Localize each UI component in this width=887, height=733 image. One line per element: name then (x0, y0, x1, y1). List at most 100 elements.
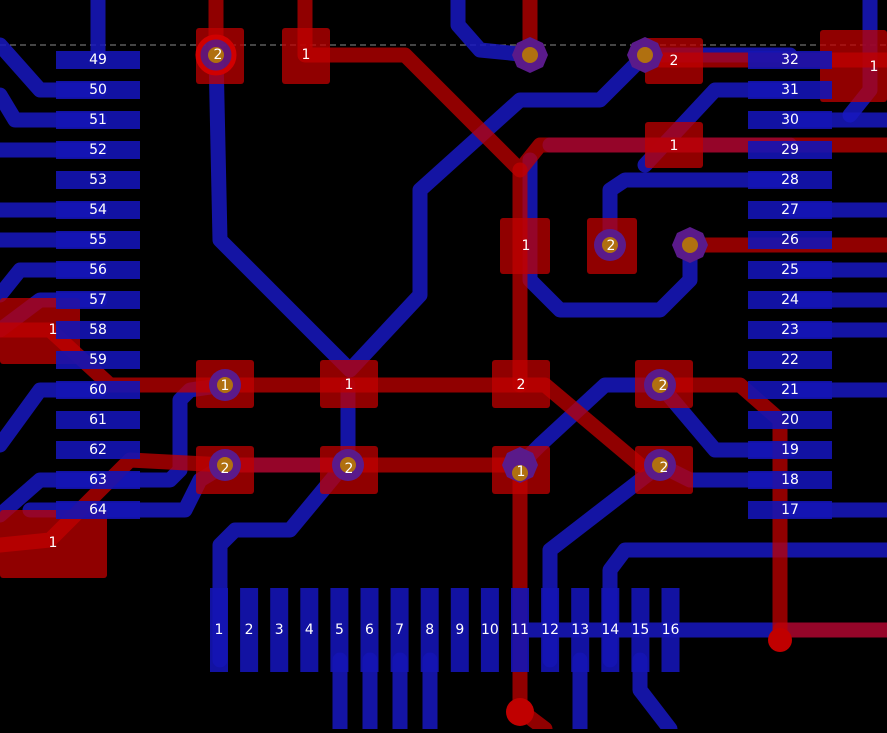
ic-pin[interactable]: 31 (748, 81, 832, 99)
ic-pin[interactable]: 49 (56, 51, 140, 69)
ic-pin-pad (56, 111, 140, 129)
ic-pin-pad (56, 261, 140, 279)
pad-label[interactable]: 1 (870, 59, 879, 75)
ic-pin[interactable]: 13 (571, 588, 590, 672)
ic-pin[interactable]: 7 (390, 588, 409, 672)
pad-label[interactable]: 1 (49, 322, 58, 338)
ic-pin[interactable]: 20 (748, 411, 832, 429)
ic-pin-pad (56, 51, 140, 69)
ic-pin[interactable]: 4 (300, 588, 319, 672)
ic-pin[interactable]: 16 (661, 588, 680, 672)
pad-label[interactable]: 1 (670, 138, 679, 154)
ic-pin[interactable]: 25 (748, 261, 832, 279)
pad-label[interactable]: 1 (49, 535, 58, 551)
ic-pin[interactable]: 32 (748, 51, 832, 69)
ic-pin[interactable]: 63 (56, 471, 140, 489)
ic-pin[interactable]: 60 (56, 381, 140, 399)
pad-label[interactable]: 2 (517, 377, 526, 393)
ic-pin-pad (390, 588, 409, 672)
ic-pin[interactable]: 8 (420, 588, 439, 672)
pad-label[interactable]: 2 (345, 461, 354, 477)
ic-pin[interactable]: 59 (56, 351, 140, 369)
ic-pin-pad (571, 588, 590, 672)
ic-pin-pad (748, 261, 832, 279)
ic-pin[interactable]: 12 (541, 588, 560, 672)
ic-pin-pad (748, 321, 832, 339)
ic-pin-number: 11 (511, 622, 529, 638)
ic-pin-number: 3 (275, 622, 284, 638)
pad-label[interactable]: 2 (660, 460, 669, 476)
ic-pin[interactable]: 51 (56, 111, 140, 129)
ic-pin-number: 32 (781, 52, 799, 68)
ic-pin[interactable]: 23 (748, 321, 832, 339)
ic-pin-pad (748, 501, 832, 519)
pad-label[interactable]: 1 (522, 238, 531, 254)
ic-pin[interactable]: 26 (748, 231, 832, 249)
ic-pin[interactable]: 57 (56, 291, 140, 309)
ic-pin[interactable]: 5 (330, 588, 349, 672)
ic-pin[interactable]: 10 (480, 588, 499, 672)
ic-pin[interactable]: 62 (56, 441, 140, 459)
vias (195, 34, 792, 726)
pad-copper (0, 28, 887, 578)
pad-label[interactable]: 1 (302, 47, 311, 63)
ic-pin[interactable]: 17 (748, 501, 832, 519)
ic-pin[interactable]: 3 (270, 588, 289, 672)
ic-pin-pad (56, 321, 140, 339)
ic-pin[interactable]: 30 (748, 111, 832, 129)
ic-pin[interactable]: 22 (748, 351, 832, 369)
ic-pin[interactable]: 14 (601, 588, 620, 672)
ic-pin[interactable]: 18 (748, 471, 832, 489)
pad-label[interactable]: 2 (214, 47, 223, 63)
ic-pin[interactable]: 29 (748, 141, 832, 159)
ic-pin-pad (450, 588, 469, 672)
pad-label[interactable]: 1 (345, 377, 354, 393)
ic-pin-number: 24 (781, 292, 799, 308)
ic-pin[interactable]: 53 (56, 171, 140, 189)
ic-pin[interactable]: 24 (748, 291, 832, 309)
ic-pin[interactable]: 6 (360, 588, 379, 672)
ic-pin-pad (56, 201, 140, 219)
ic-pin[interactable]: 2 (240, 588, 259, 672)
ic-pin[interactable]: 1 (210, 588, 228, 672)
ic-pin-number: 10 (481, 622, 499, 638)
pad-label[interactable]: 2 (607, 238, 616, 254)
pad-label[interactable]: 2 (670, 53, 679, 69)
ic-pin[interactable]: 15 (631, 588, 650, 672)
ic-pin-pad (748, 171, 832, 189)
ic-pin[interactable]: 54 (56, 201, 140, 219)
ic-pin[interactable]: 28 (748, 171, 832, 189)
ic-pin-number: 26 (781, 232, 799, 248)
pad-label[interactable]: 1 (221, 378, 230, 394)
ic-pin-row-right: 32 31 30 29 28 27 26 25 24 23 22 21 20 19 18 17 (748, 51, 832, 519)
ic-pin[interactable]: 9 (450, 588, 469, 672)
ic-pin-pad (56, 381, 140, 399)
ic-pin[interactable]: 58 (56, 321, 140, 339)
pad-label[interactable]: 2 (221, 461, 230, 477)
pad-label[interactable]: 2 (659, 378, 668, 394)
ic-pin-number: 19 (781, 442, 799, 458)
ic-pin-pad (56, 351, 140, 369)
ic-pin-number: 17 (781, 502, 799, 518)
ic-pin[interactable]: 55 (56, 231, 140, 249)
ic-pin[interactable]: 21 (748, 381, 832, 399)
ic-pin-number: 59 (89, 352, 107, 368)
ic-pin-number: 30 (781, 112, 799, 128)
ic-pin[interactable]: 52 (56, 141, 140, 159)
ic-pin-number: 53 (89, 172, 107, 188)
ic-pin-pad (748, 411, 832, 429)
ic-pin[interactable]: 50 (56, 81, 140, 99)
pad-label[interactable]: 1 (517, 464, 526, 480)
ic-pin-number: 4 (305, 622, 314, 638)
ic-pin[interactable]: 64 (56, 501, 140, 519)
ic-pin[interactable]: 61 (56, 411, 140, 429)
ic-pin[interactable]: 19 (748, 441, 832, 459)
ic-pin-pad (56, 141, 140, 159)
ic-pin[interactable]: 11 (511, 588, 529, 672)
ic-pin-number: 58 (89, 322, 107, 338)
ic-pin-pad (748, 351, 832, 369)
ic-pin[interactable]: 27 (748, 201, 832, 219)
ic-pin[interactable]: 56 (56, 261, 140, 279)
